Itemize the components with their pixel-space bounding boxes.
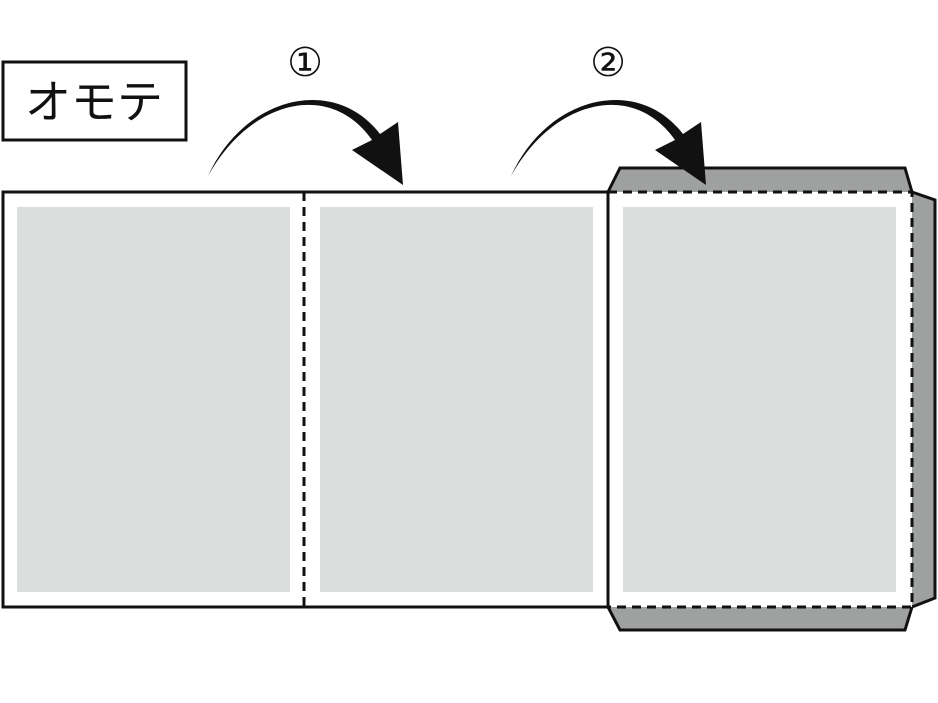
label-box	[1, 60, 188, 142]
panel-2	[320, 207, 593, 592]
fold-arrow-1-icon	[208, 99, 403, 185]
panel-1	[17, 207, 290, 592]
label-text: オモテ	[25, 75, 163, 129]
fold-arrow-2-icon	[511, 99, 706, 185]
step-2-number: ②	[590, 40, 626, 86]
step-1-number: ①	[287, 40, 323, 86]
front-side-label: オモテ	[1, 60, 188, 142]
panel-3	[623, 207, 896, 592]
